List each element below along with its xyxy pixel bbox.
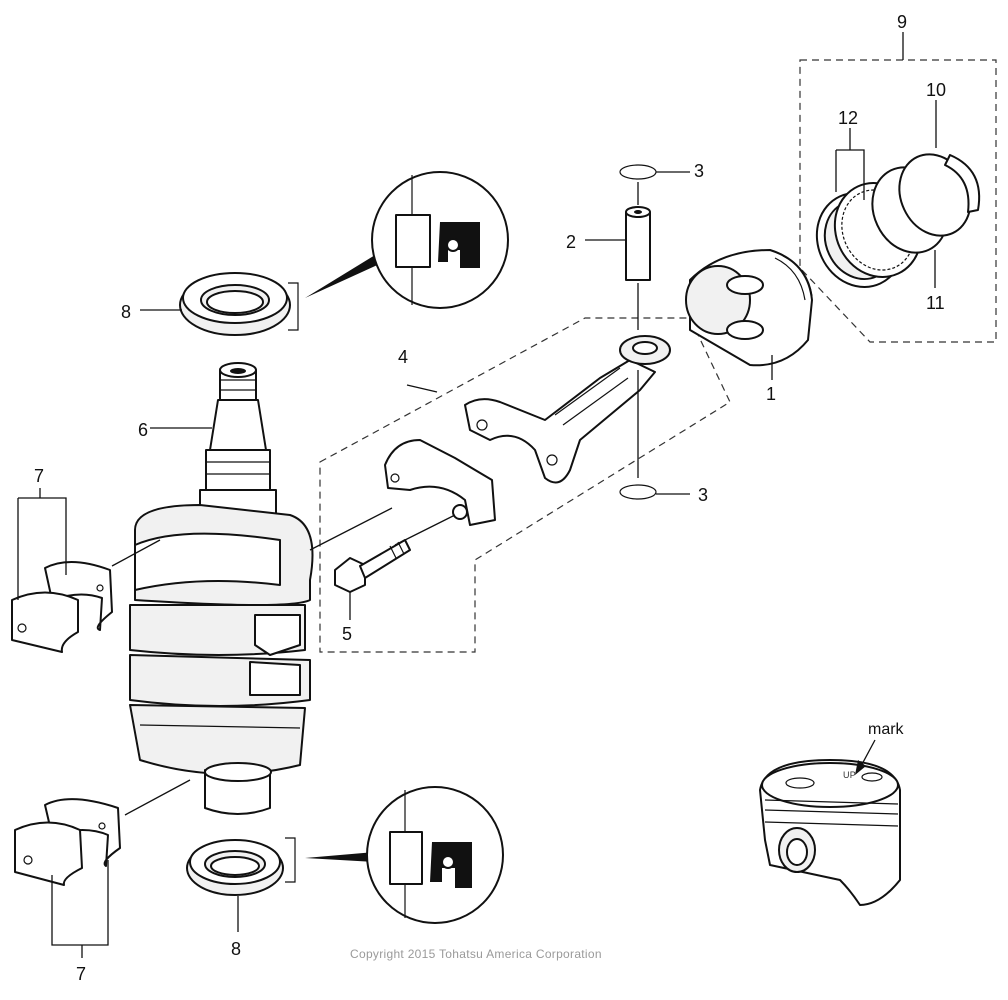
piston-orientation-mark (759, 759, 901, 906)
circlip-upper (619, 164, 657, 180)
label-7-upper: 7 (34, 466, 44, 486)
piston-pin (625, 206, 651, 281)
group-box-4 (319, 317, 731, 653)
piston-rings (815, 153, 981, 288)
main-bearing-upper (11, 560, 113, 653)
label-8-upper: 8 (121, 302, 131, 322)
circlip-lower (619, 484, 657, 500)
conrod-bolt (334, 539, 411, 593)
label-4: 4 (398, 347, 408, 367)
label-5: 5 (342, 624, 352, 644)
connecting-rod-cap (384, 439, 496, 526)
label-mark: mark (868, 721, 905, 738)
label-6: 6 (138, 420, 148, 440)
seal-detail-magnifier-upper (305, 171, 509, 309)
seal-detail-magnifier-lower (305, 786, 504, 924)
oil-seal-upper (179, 272, 299, 336)
piston (685, 249, 813, 367)
crankshaft (129, 362, 314, 815)
copyright-notice: Copyright 2015 Tohatsu America Corporati… (350, 947, 602, 961)
label-3-upper: 3 (694, 161, 704, 181)
label-9: 9 (897, 12, 907, 32)
label-11: 11 (926, 293, 945, 313)
label-7-lower: 7 (76, 964, 86, 984)
piston-stamp-text: UP (843, 770, 856, 780)
connecting-rod (464, 335, 671, 484)
group-box-9 (799, 59, 997, 343)
label-1: 1 (766, 384, 776, 404)
label-2: 2 (566, 232, 576, 252)
label-3-lower: 3 (698, 485, 708, 505)
label-8-lower: 8 (231, 939, 241, 959)
label-12: 12 (838, 108, 858, 128)
label-10: 10 (926, 80, 946, 100)
main-bearing-lower (14, 798, 121, 886)
oil-seal-lower (186, 837, 296, 896)
